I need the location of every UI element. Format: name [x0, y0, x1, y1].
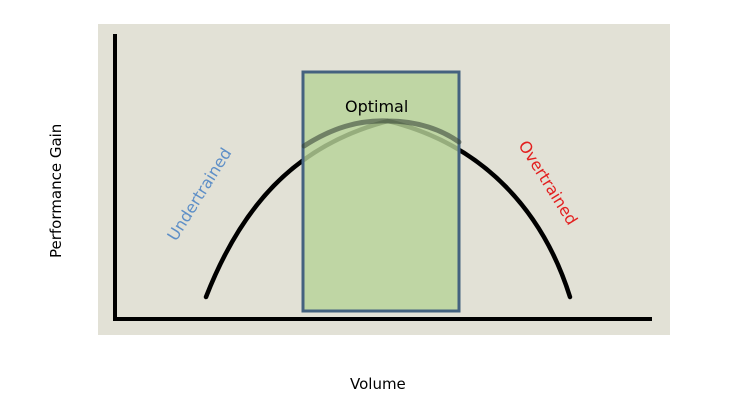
x-axis-label: Volume	[350, 375, 406, 393]
optimal-label: Optimal	[345, 97, 408, 116]
y-axis-label: Performance Gain	[47, 124, 65, 258]
optimal-zone	[301, 70, 461, 313]
optimal-curve-overlay	[301, 118, 462, 149]
